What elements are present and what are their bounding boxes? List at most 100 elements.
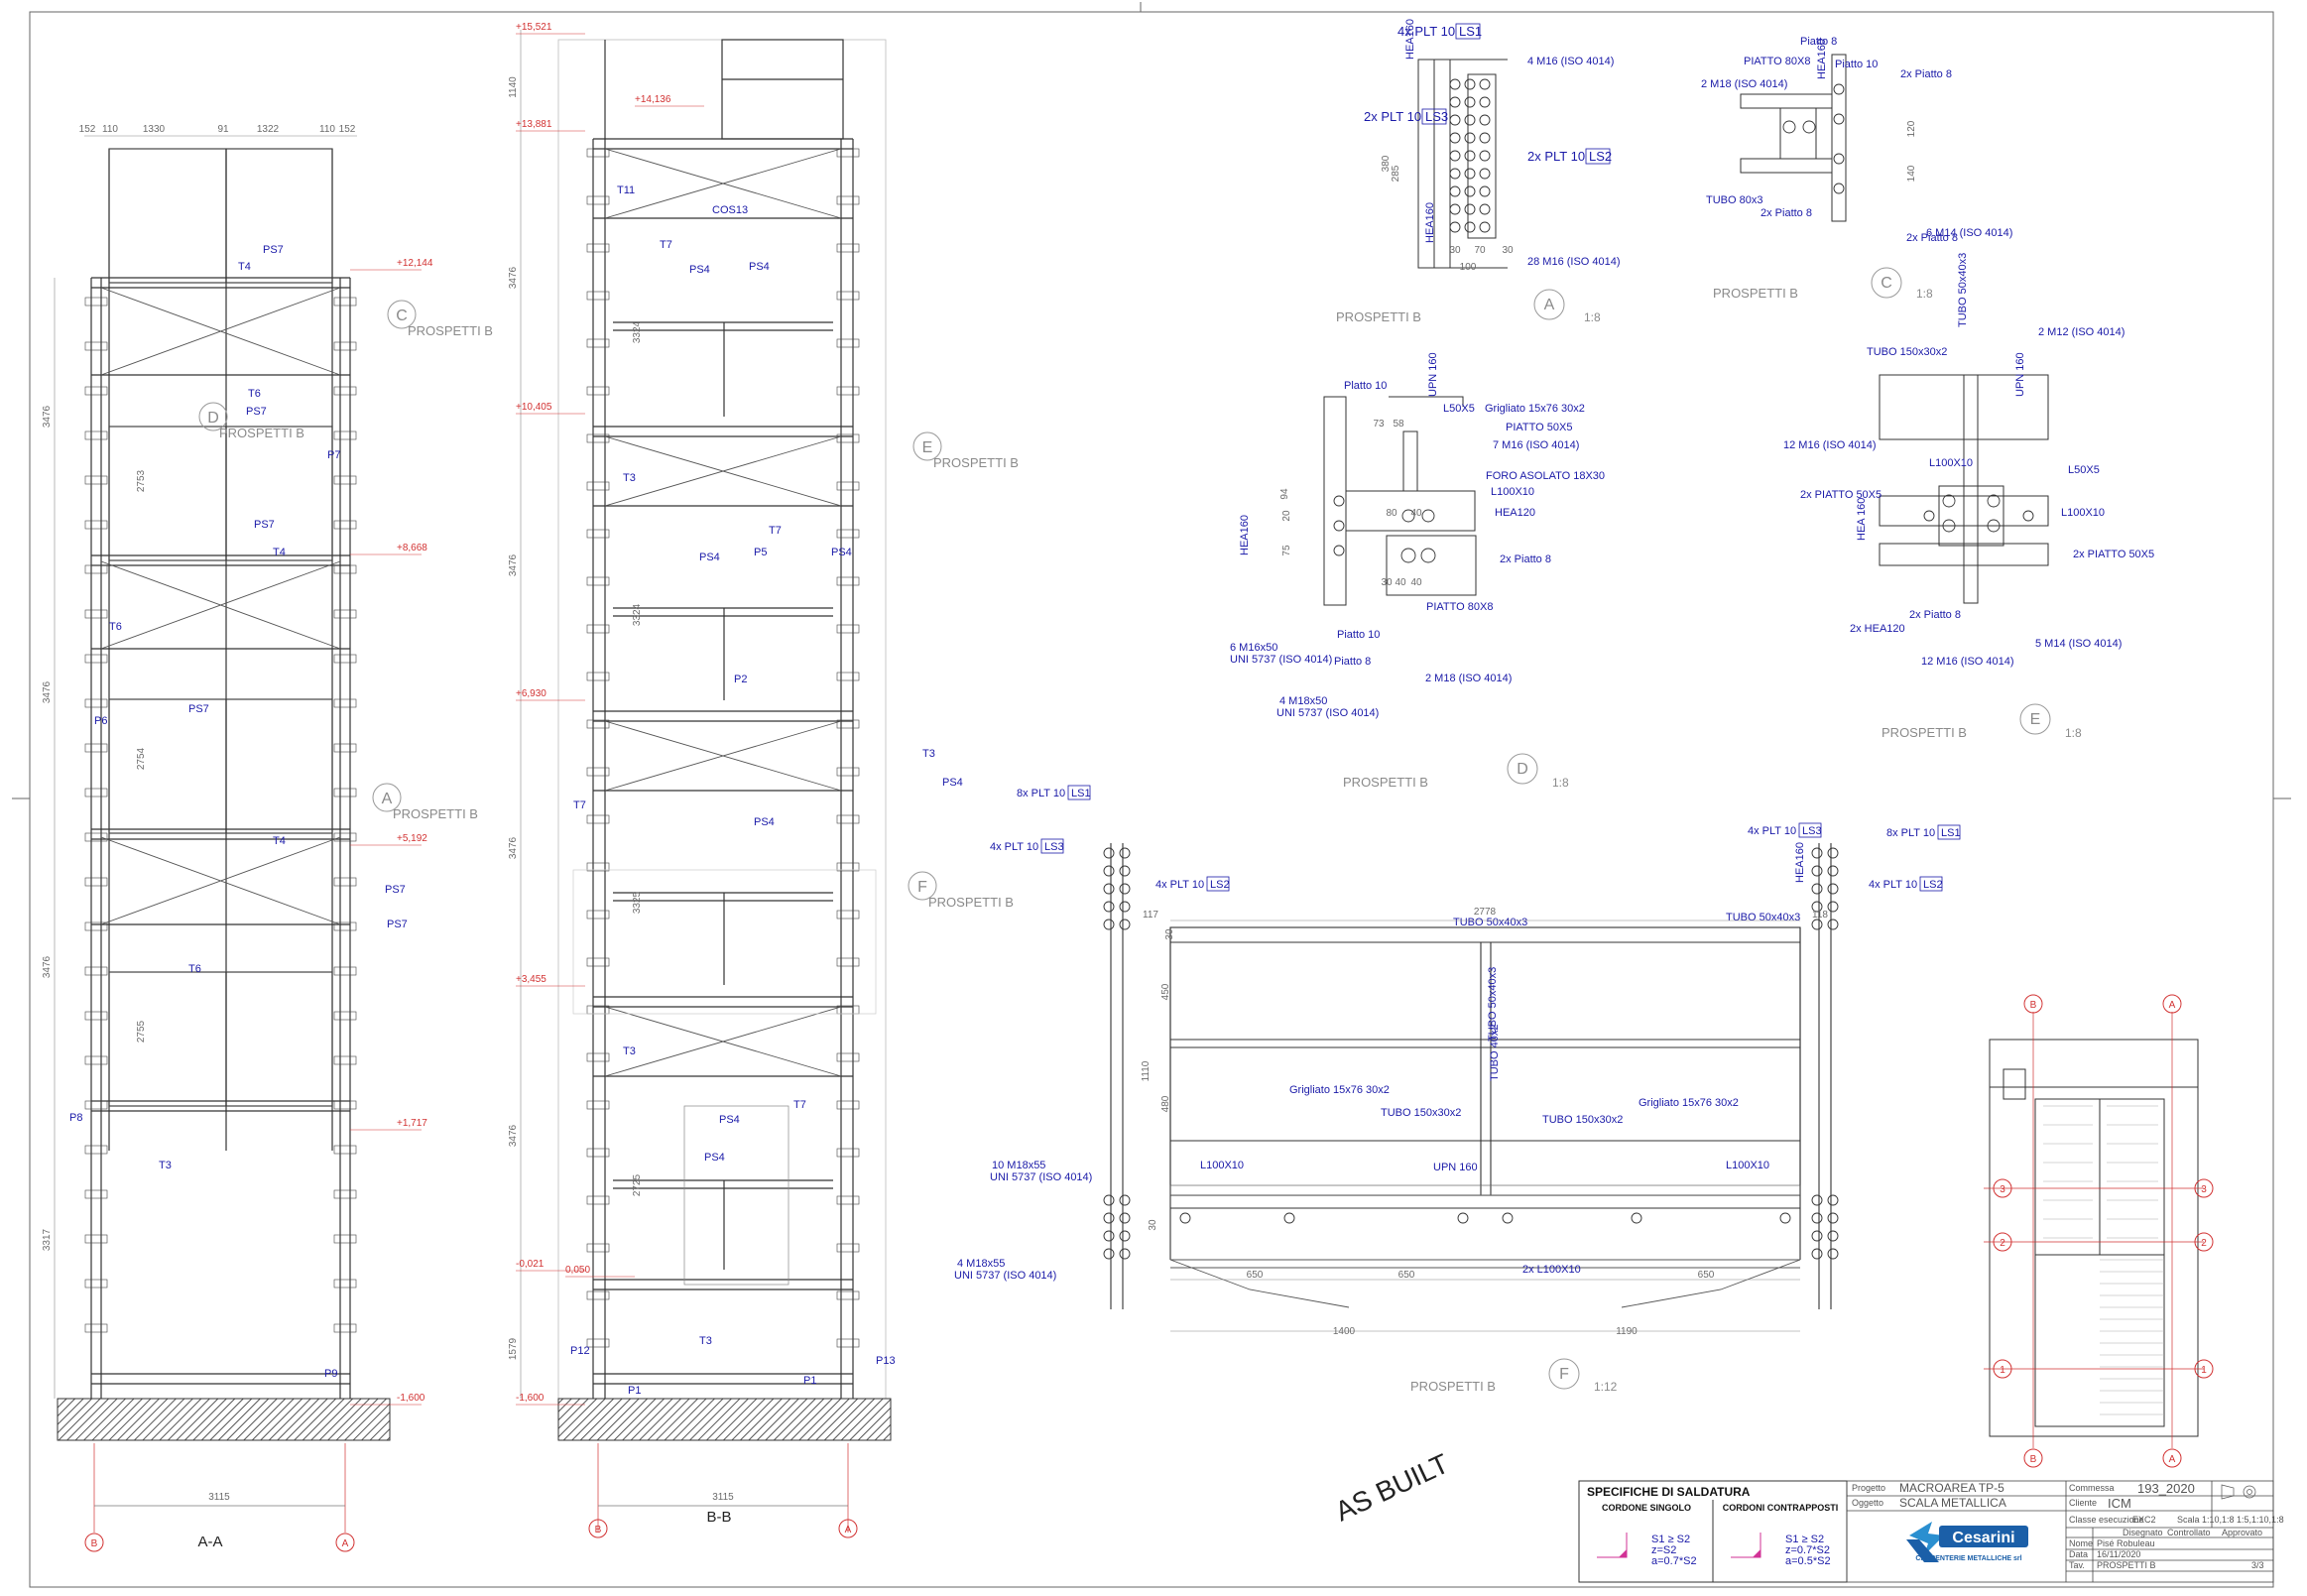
detail-dimension: 70 [1474,245,1486,256]
height-dimension: 1579 [508,1337,519,1360]
welding-title: SPECIFICHE DI SALDATURA [1587,1485,1751,1499]
detail-title: PROSPETTI B [1882,725,1967,740]
height-dimension: 3476 [42,680,53,703]
detail-scale: 1:8 [1584,310,1601,324]
elevation-mark: +8,668 [397,543,427,553]
detail-label: 4 M18x50 [1279,695,1327,707]
member-label: PS7 [387,919,408,930]
elevation-mark: -1,600 [516,1393,545,1404]
elevation-mark: +1,717 [397,1118,427,1129]
callout-letter: F [917,879,927,896]
member-label: PS4 [699,552,720,563]
cesarini-logo: Cesarini CARPENTERIE METALLICHE srl [1906,1522,2028,1562]
detail-label: L100X10 [1726,1160,1769,1171]
detail-dimension: 30 [1164,928,1175,940]
detail-label: L100X10 [1491,486,1534,498]
plate-tag-qty: 4x PLT 10 [1397,24,1455,39]
logo-subtitle: CARPENTERIE METALLICHE srl [1915,1555,2021,1562]
detail-dimension: 75 [1281,545,1292,556]
plate-tag-qty: 2x PLT 10 [1364,109,1421,124]
detail-label: UNI 5737 (ISO 4014) [954,1270,1056,1282]
detail-label: TUBO 150x30x2 [1542,1114,1623,1126]
detail-letter: E [2030,711,2041,728]
detail-label: 2x Piatto 8 [1909,609,1961,621]
sheet-frame [12,2,2291,1588]
detail-dimension: 2778 [1474,907,1497,918]
detail-label: Grigliato 15x76 30x2 [1289,1084,1390,1096]
detail-label: 2x Piatto 8 [1761,207,1812,219]
detail-scale: 1:8 [1916,287,1933,301]
member-label: P1 [628,1385,641,1397]
detail-label: UNI 5737 (ISO 4014) [990,1171,1092,1183]
detail-label: TUBO 150x30x2 [1867,346,1947,358]
plate-tag-ref: LS3 [1044,841,1064,853]
callout-title: PROSPETTI B [408,323,493,338]
weld-spec: z=0.7*S2 [1785,1544,1830,1556]
inner-dimension: 2753 [136,469,147,492]
callout-letter: D [207,410,219,427]
detail-bubble [1533,289,1565,320]
detail-label: TUBO 40x2 [1489,1025,1501,1081]
tav-value: PROSPETTI B [2097,1560,2156,1570]
plate-tag-ref: LS3 [1425,109,1448,124]
member-label: T6 [248,388,261,400]
detail-dimension: 480 [1160,1095,1171,1112]
detail-label: HEA 160 [1856,498,1868,541]
detail-label: Platto 10 [1344,380,1387,392]
detail-letter: C [1881,275,1892,292]
inner-dimension: 2755 [136,1020,147,1043]
detail-label: Piatto 8 [1800,36,1837,48]
plate-tag-ref: LS2 [1923,879,1943,891]
scale-value: 1:10,1:8 1:5,1:10,1:8 [2202,1515,2284,1525]
welding-specs: SPECIFICHE DI SALDATURA CORDONE SINGOLO … [1578,1480,1848,1583]
detail-dimension: 40 [1410,577,1422,588]
plate-tag-ref: LS1 [1941,827,1961,839]
tav-label: Tav. [2069,1560,2085,1570]
detail-letter: D [1517,761,1528,778]
member-label: T3 [623,1045,636,1057]
detail-scale: 1:8 [2065,726,2082,740]
callout-letter: E [922,439,933,456]
axis-label: B [595,1525,602,1535]
detail-dimension: 58 [1393,419,1404,430]
plate-tag-qty: 4x PLT 10 [1155,879,1204,891]
detail-dimension: 30 [1502,245,1514,256]
member-label: T7 [769,525,782,537]
member-label: T7 [660,239,672,251]
member-label: P12 [570,1345,590,1357]
detail-dimension: 30 [1381,577,1393,588]
member-label: PS4 [719,1114,740,1126]
member-label: P7 [327,449,340,461]
member-label: PS4 [749,261,770,273]
weld-spec: S1 ≥ S2 [1785,1534,1824,1545]
top-dimension: 1322 [257,124,280,135]
row-label: 3 [2000,1184,2005,1195]
commessa-value: 193_2020 [2137,1481,2195,1496]
detail-label: PIATTO 50X5 [1506,422,1572,433]
elevation-mark: -1,600 [397,1393,425,1404]
logo-text: Cesarini [1952,1530,2014,1546]
top-dimension: 91 [217,124,229,135]
detail-dimension: 140 [1906,165,1917,182]
detail-label: 2x PIATTO 50X5 [1800,489,1882,501]
detail-label: 2 M18 (ISO 4014) [1425,673,1512,684]
elevation-mark: 0,050 [565,1265,590,1276]
member-label: PS7 [188,703,209,715]
detail-label: Piatto 10 [1835,59,1878,70]
height-dimension: 3476 [42,955,53,978]
welding-single-title: CORDONE SINGOLO [1602,1503,1691,1513]
plate-tag-qty: 2x PLT 10 [1527,149,1585,164]
as-built-stamp: AS BUILT [1330,1448,1453,1528]
detail-label: UPN 160 [2014,352,2026,397]
weld-spec: S1 ≥ S2 [1651,1534,1690,1545]
detail-label: Grigliato 15x76 30x2 [1639,1097,1739,1109]
detail-label: L50X5 [2068,464,2100,476]
detail-dimension: 1400 [1333,1326,1356,1337]
data-label: Data [2069,1549,2088,1559]
detail-title: PROSPETTI B [1336,309,1421,324]
detail-dimension: 1110 [1141,1060,1152,1081]
